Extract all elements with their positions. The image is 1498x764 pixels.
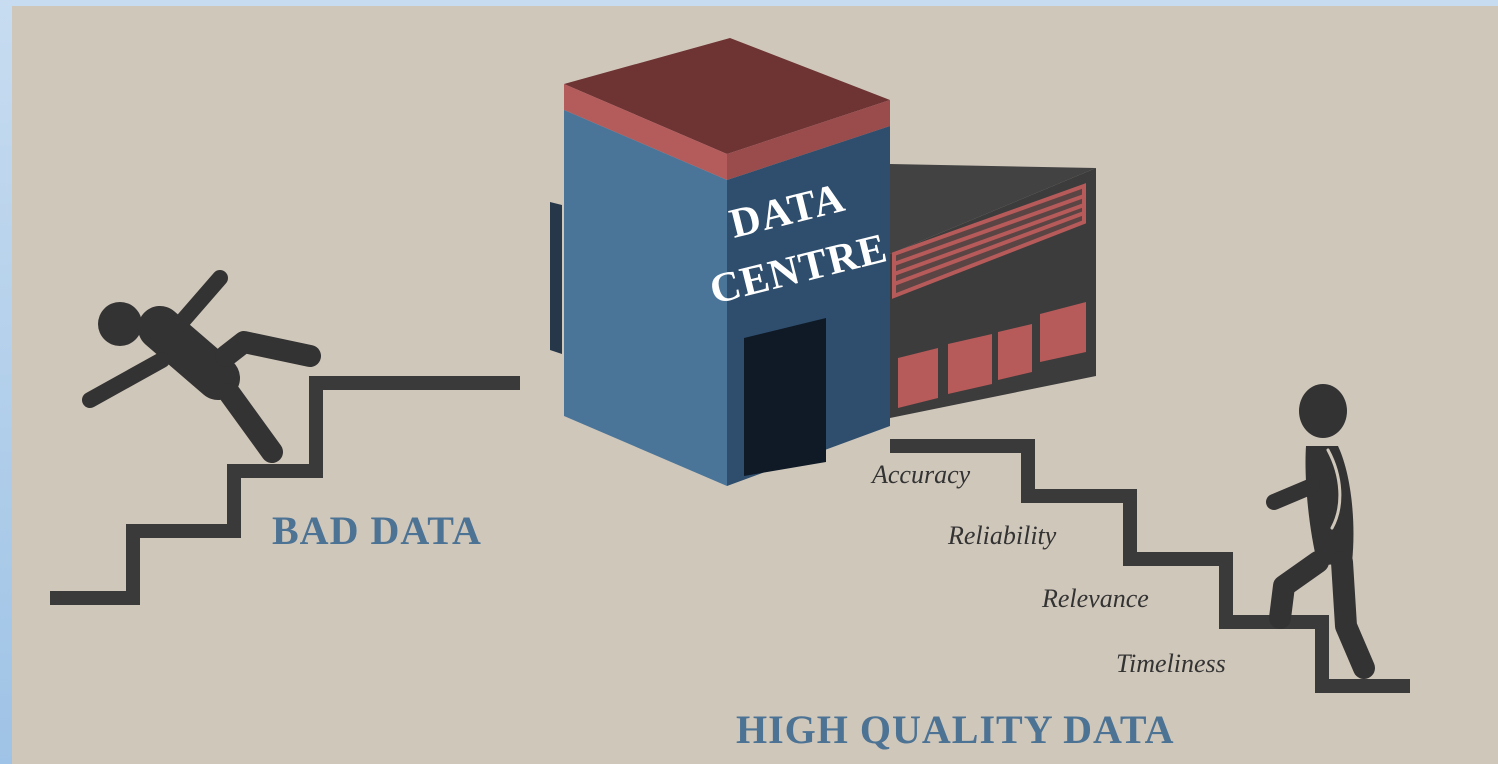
building-roof-top [564, 38, 890, 154]
step-label-reliability: Reliability [947, 521, 1057, 550]
data-quality-illustration: BAD DATA DATA [50, 38, 1410, 752]
building-door [744, 318, 826, 476]
high-quality-data-label: HIGH QUALITY DATA [736, 707, 1175, 752]
step-label-relevance: Relevance [1041, 584, 1149, 613]
high-quality-stairs [890, 439, 1410, 693]
bad-data-label: BAD DATA [272, 508, 482, 553]
step-label-timeliness: Timeliness [1116, 649, 1226, 678]
building-roof-edge-right [727, 100, 890, 180]
illustration-canvas: BAD DATA DATA [12, 6, 1498, 764]
annex-vent-stripes [892, 183, 1086, 299]
building-left-panel [550, 202, 562, 354]
annex-roof [890, 164, 1096, 254]
annex-windows [898, 302, 1086, 408]
step-label-accuracy: Accuracy [870, 460, 971, 489]
bad-data-stairs [50, 376, 520, 605]
building-roof-edge-left [564, 84, 727, 180]
falling-person-icon [82, 270, 321, 463]
data-centre-building: DATA CENTRE [550, 38, 1096, 486]
building-front-face [564, 110, 727, 486]
climbing-person-icon [1266, 384, 1375, 679]
